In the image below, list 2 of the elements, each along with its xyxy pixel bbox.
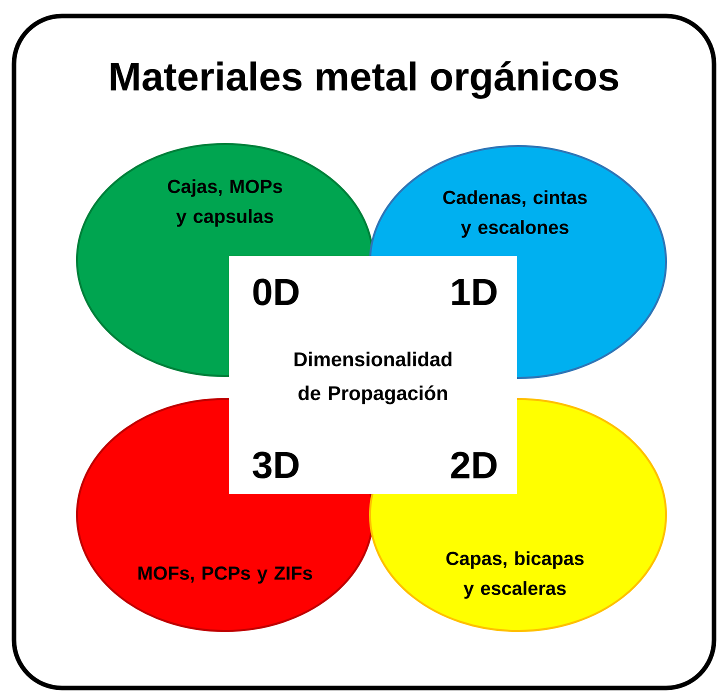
title: Materiales metal orgánicos bbox=[110, 61, 618, 99]
square-panel: 0D 1D Dimensionalidad de Propagación 3D 2D bbox=[229, 256, 517, 494]
